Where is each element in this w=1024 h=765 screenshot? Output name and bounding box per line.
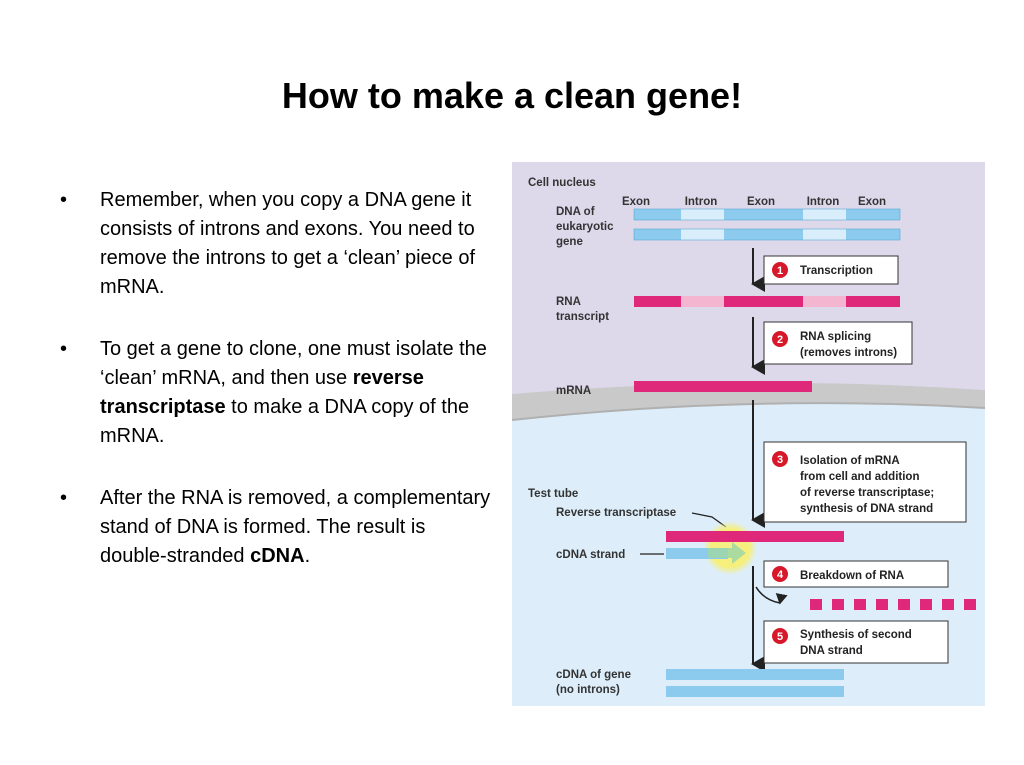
dna-double-strand — [633, 208, 901, 241]
bullet-text: After the RNA is removed, a complementar… — [100, 487, 491, 567]
rna-transcript-strand — [634, 296, 900, 307]
step-label: Isolation of mRNA from cell and addition… — [800, 455, 937, 515]
step-label: Transcription — [800, 265, 873, 277]
step-number-badge — [772, 451, 788, 467]
step-number-badge — [772, 566, 788, 582]
step-number-badge — [772, 331, 788, 347]
dna-strand — [634, 229, 900, 240]
mrna-strand — [666, 531, 844, 542]
intron-label: Intron — [685, 196, 718, 208]
cdna-strand-label: cDNA strand — [556, 549, 625, 561]
bullet-item: Remember, when you copy a DNA gene it co… — [60, 186, 495, 302]
step-number: 4 — [777, 569, 784, 581]
rna-intron-segment — [803, 296, 846, 307]
bullet-item: To get a gene to clone, one must isolate… — [60, 335, 495, 451]
step-label: RNA splicing (removes introns) — [800, 331, 897, 359]
mrna-strand — [634, 381, 812, 392]
step-1-box: 1 Transcription — [763, 255, 899, 285]
step-3-box: 3 Isolation of mRNA from cell and additi… — [763, 441, 967, 523]
dna-gene-label: DNA of eukaryotic gene — [556, 206, 617, 248]
slide-title: How to make a clean gene! — [281, 75, 743, 116]
step-5-box: 5 Synthesis of second DNA strand — [763, 620, 949, 664]
step-number: 3 — [777, 454, 783, 466]
dna-intron-segment — [681, 229, 724, 240]
cdna-double-strand — [666, 669, 844, 680]
rna-fragment — [832, 599, 844, 610]
bullet-text: . — [304, 545, 311, 567]
rna-fragments — [810, 599, 976, 610]
dna-strand — [634, 209, 900, 220]
dna-intron-segment — [803, 209, 846, 220]
step-number-badge — [772, 628, 788, 644]
intron-label: Intron — [807, 196, 840, 208]
rna-fragment — [810, 599, 822, 610]
bullet-text: To get a gene to clone, one must isolate… — [100, 338, 487, 389]
rna-fragment — [898, 599, 910, 610]
cdna-strand — [666, 548, 728, 559]
exon-label: Exon — [747, 196, 775, 208]
dna-intron-segment — [681, 209, 724, 220]
step-number-badge — [772, 262, 788, 278]
cdna-gene-label: cDNA of gene (no introns) — [556, 669, 634, 696]
bullet-text: to make a DNA copy of the mRNA. — [100, 396, 470, 447]
rna-intron-segment — [681, 296, 724, 307]
degradation-arrow — [755, 586, 788, 605]
step-number: 2 — [777, 334, 783, 346]
cdna-diagram: Cell nucleus Test tube Exon Intron Exon … — [512, 162, 985, 706]
cell-nucleus-label: Cell nucleus — [528, 177, 596, 189]
rna-fragment — [942, 599, 954, 610]
bullet-bold-term: reverse transcriptase — [100, 367, 424, 418]
rna-fragment — [876, 599, 888, 610]
step-label: Synthesis of second DNA strand — [800, 629, 915, 657]
bullet-list: Remember, when you copy a DNA gene it co… — [60, 186, 495, 604]
rna-fragment — [964, 599, 976, 610]
exon-label: Exon — [858, 196, 886, 208]
mrna-label: mRNA — [556, 385, 591, 397]
dna-intron-segment — [803, 229, 846, 240]
nuclear-envelope-edge — [512, 402, 985, 421]
bullet-text: Remember, when you copy a DNA gene it co… — [100, 189, 476, 298]
synthesis-direction-arrow — [708, 542, 746, 564]
step-4-box: 4 Breakdown of RNA — [763, 560, 949, 588]
bullet-bold-term: cDNA — [250, 545, 305, 567]
cdna-double-strand — [666, 686, 844, 697]
exon-label: Exon — [622, 196, 650, 208]
step-number: 1 — [777, 265, 783, 277]
step-2-box: 2 RNA splicing (removes introns) — [763, 321, 913, 365]
bullet-item: After the RNA is removed, a complementar… — [60, 484, 495, 571]
rna-fragment — [920, 599, 932, 610]
rna-fragment — [854, 599, 866, 610]
nuclear-envelope — [512, 382, 985, 420]
rna-transcript-label: RNA transcript — [556, 296, 609, 323]
step-number: 5 — [777, 631, 783, 643]
reverse-transcriptase-label: Reverse transcriptase — [556, 507, 676, 519]
step-label: Breakdown of RNA — [800, 570, 904, 582]
test-tube-label: Test tube — [528, 488, 578, 500]
rna-strand — [634, 296, 900, 307]
